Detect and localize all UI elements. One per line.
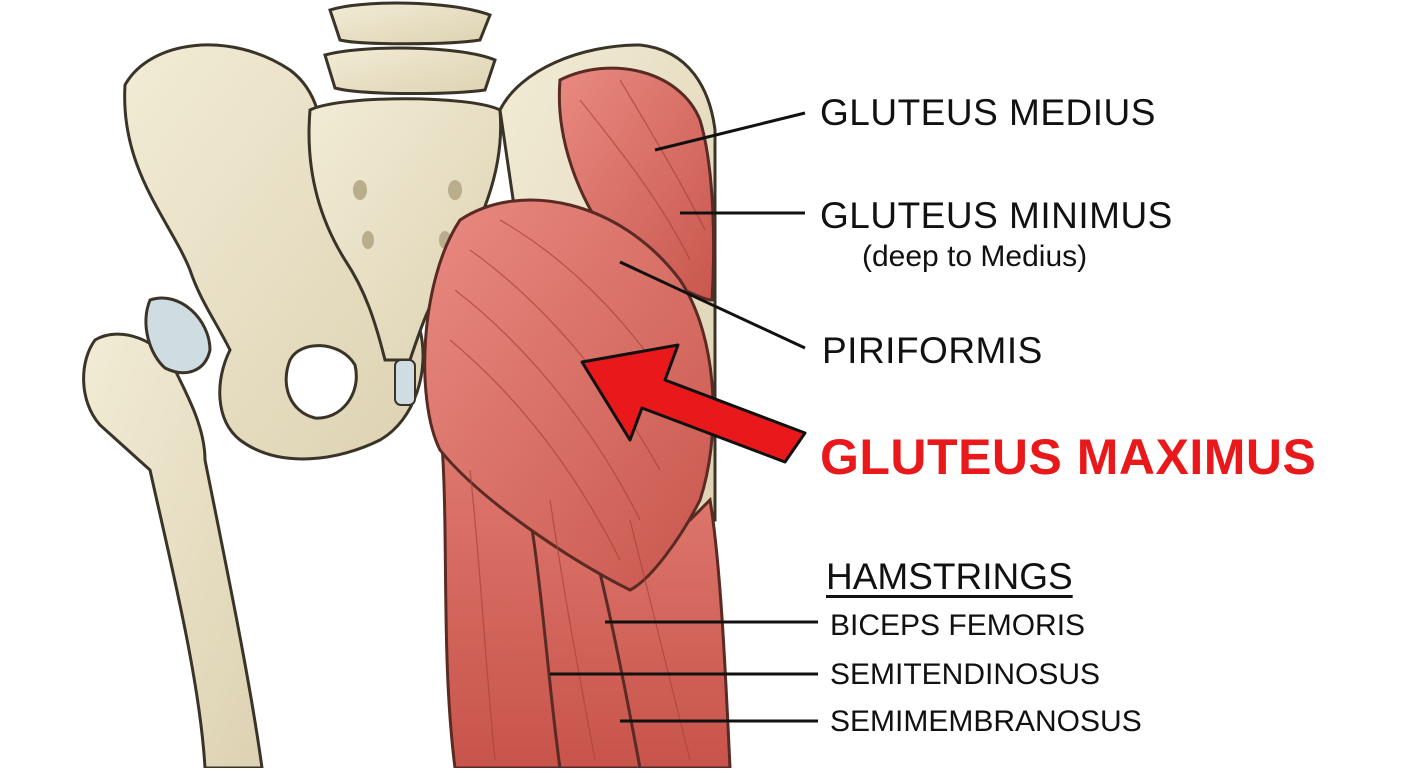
- label-semimembranosus: SEMIMEMBRANOSUS: [830, 705, 1142, 738]
- label-gluteus-minimus-note: (deep to Medius): [862, 240, 1088, 273]
- gluteus-maximus-muscle: [423, 198, 715, 592]
- label-gluteus-medius: GLUTEUS MEDIUS: [820, 92, 1156, 133]
- vertebra-2: [323, 46, 497, 96]
- leader-piriformis: [619, 260, 806, 350]
- leader-gluteus-medius: [654, 111, 806, 152]
- pelvis-bone: [123, 1, 503, 461]
- femoral-head-cartilage: [144, 296, 212, 375]
- vertebra-1: [328, 1, 492, 46]
- obturator-foramen: [284, 344, 358, 420]
- label-leader-lines: [550, 111, 818, 723]
- label-gluteus-maximus: GLUTEUS MAXIMUS: [820, 429, 1317, 485]
- label-gluteus-minimus: GLUTEUS MINIMUS: [820, 195, 1173, 236]
- label-biceps-femoris: BICEPS FEMORIS: [830, 609, 1086, 642]
- highlight-arrow-icon: [580, 343, 807, 464]
- label-piriformis: PIRIFORMIS: [822, 330, 1043, 371]
- gluteus-medius-muscle: [557, 66, 716, 302]
- label-semitendinosus: SEMITENDINOSUS: [830, 658, 1101, 691]
- label-hamstrings-header: HAMSTRINGS: [826, 556, 1073, 597]
- femur-bone: [82, 296, 264, 770]
